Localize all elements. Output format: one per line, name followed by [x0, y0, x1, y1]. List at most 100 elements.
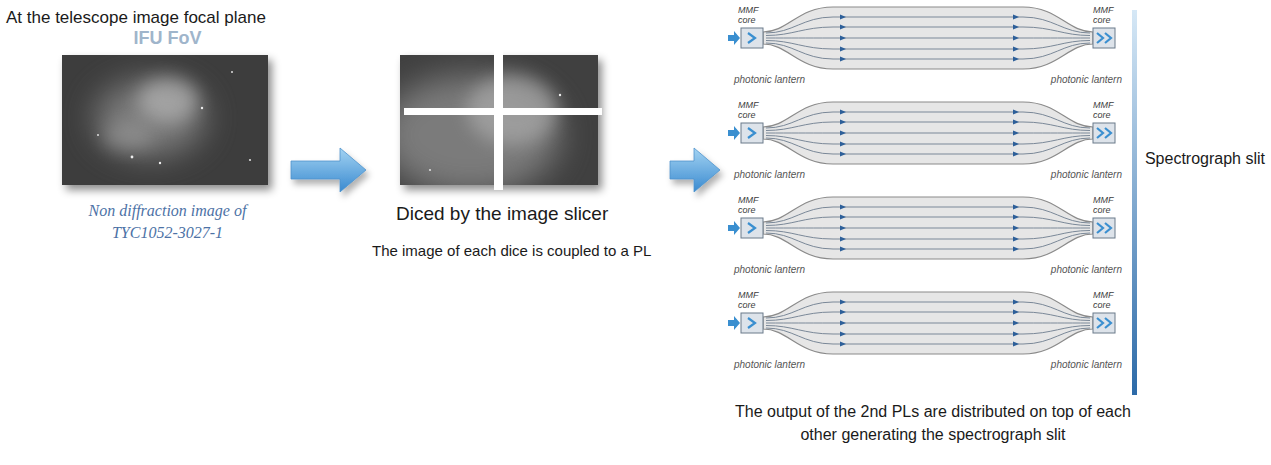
slicer-cut: [494, 50, 503, 190]
drawing-part: [159, 162, 161, 164]
lantern-part: [1013, 321, 1019, 326]
lantern-part: [840, 57, 846, 62]
lantern-part: [1097, 128, 1111, 138]
photonic-lantern: MMF core photonic lantern MMF core photonic…: [728, 192, 1128, 280]
panel-heading: Diced by the image slicer: [396, 203, 608, 225]
lantern-part: [1013, 15, 1019, 20]
lantern-part: [748, 33, 755, 43]
core-label: MMF core: [1093, 195, 1119, 215]
core-label: MMF core: [1093, 5, 1119, 25]
lantern-part: [840, 47, 846, 52]
lantern-part: [1013, 342, 1019, 347]
lantern-part: [766, 228, 1090, 229]
lantern-part: [728, 221, 740, 235]
lantern-part: [741, 218, 763, 238]
lantern-label: photonic lantern: [734, 74, 805, 86]
drawing-part: [103, 122, 153, 150]
drawing-part: [201, 107, 203, 109]
slicer-cut: [404, 108, 602, 115]
lantern-part: [741, 28, 763, 48]
lantern-part: [1013, 237, 1019, 242]
lantern-part: [1013, 310, 1019, 315]
lantern-part: [1013, 36, 1019, 41]
lantern-part: [840, 215, 846, 220]
lantern-part: [1013, 131, 1019, 136]
lantern-label: photonic lantern: [734, 169, 805, 181]
lantern-part: [840, 332, 846, 337]
panel-heading: IFU FoV: [50, 28, 285, 49]
lantern-part: [1013, 226, 1019, 231]
lantern-label: photonic lantern: [734, 359, 805, 371]
lantern-part: [1093, 218, 1115, 238]
lantern-part: [766, 43, 1090, 59]
nebula: [95, 71, 251, 164]
lantern-part: [840, 321, 846, 326]
lantern-part: [1093, 123, 1115, 143]
lantern-part: [840, 142, 846, 147]
core-label: MMF core: [738, 290, 764, 310]
lantern-part: [766, 112, 1090, 128]
lantern-part: [840, 120, 846, 125]
nebula: [400, 75, 561, 185]
lantern-part: [840, 36, 846, 41]
core-label: MMF core: [738, 5, 764, 25]
lantern-part: [840, 25, 846, 30]
lantern-part: [748, 223, 755, 233]
lantern-part: [840, 237, 846, 242]
lantern-part: [1013, 47, 1019, 52]
lantern-label: photonic lantern: [1051, 264, 1122, 276]
lantern-part: [766, 17, 1090, 33]
panel-note: The image of each dice is coupled to a P…: [372, 242, 651, 259]
lantern-part: [1013, 215, 1019, 220]
drawing-part: [138, 78, 198, 122]
lantern-part: [1013, 247, 1019, 252]
lantern-part: [840, 310, 846, 315]
lantern-part: [840, 300, 846, 305]
lantern-part: [766, 323, 1090, 324]
lantern-part: [763, 7, 1093, 69]
lantern-part: [840, 342, 846, 347]
lantern-part: [840, 247, 846, 252]
lantern-part: [1013, 300, 1019, 305]
lantern-part: [1013, 142, 1019, 147]
lantern-part: [763, 197, 1093, 259]
lantern-part: [766, 38, 1090, 39]
lantern-part: [728, 126, 740, 140]
lantern-part: [840, 205, 846, 210]
drawing-part: [429, 169, 431, 171]
lantern-part: [1013, 110, 1019, 115]
lantern-part: [1093, 313, 1115, 333]
drawing-part: [231, 71, 233, 73]
lantern-part: [1097, 223, 1111, 233]
lantern-part: [766, 217, 1090, 226]
lantern-part: [840, 15, 846, 20]
lantern-label: photonic lantern: [734, 264, 805, 276]
lantern-part: [766, 136, 1090, 145]
lantern-label: photonic lantern: [1051, 74, 1122, 86]
core-label: MMF core: [1093, 100, 1119, 120]
lantern-part: [1093, 28, 1115, 48]
lantern-label: photonic lantern: [1051, 169, 1122, 181]
sky-image: [62, 55, 268, 185]
lantern-part: [1013, 57, 1019, 62]
lantern-part: [766, 27, 1090, 36]
lantern-part: [766, 41, 1090, 50]
lantern-part: [1097, 318, 1111, 328]
lantern-part: [748, 128, 755, 138]
image-panel: Diced by the image slicerThe image of ea…: [372, 50, 664, 263]
drawing-part: [249, 159, 251, 161]
flow-arrow: [291, 148, 366, 192]
text-label: Spectrograph slit: [1145, 150, 1265, 168]
lantern-part: [748, 318, 755, 328]
lantern-part: [766, 233, 1090, 249]
lantern-stack: The output of the 2nd PLs are distribute…: [726, 0, 1140, 450]
lantern-part: [766, 326, 1090, 335]
lantern-part: [1013, 332, 1019, 337]
lantern-part: [1013, 152, 1019, 157]
lantern-part: [766, 302, 1090, 318]
slit-bar: [1132, 10, 1137, 395]
core-label: MMF core: [738, 195, 764, 215]
lantern-part: [840, 110, 846, 115]
lantern-label: photonic lantern: [1051, 359, 1122, 371]
lantern-part: [766, 133, 1090, 134]
